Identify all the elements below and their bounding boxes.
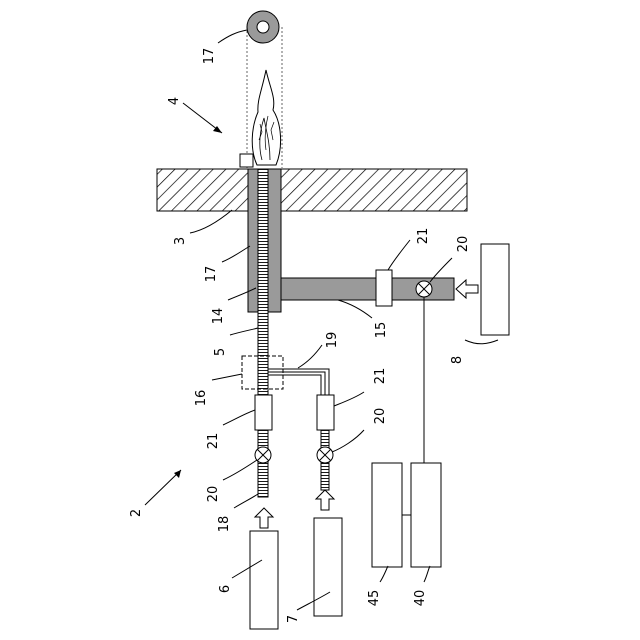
flame-icon [252,70,280,165]
label-18: 18 [217,516,232,533]
sensor-box [240,154,253,167]
arrow-left-icon [456,280,478,298]
burner-plate [157,169,467,211]
label-16: 16 [194,390,209,407]
flow-meter-b [317,395,334,430]
valve-top-icon [416,281,432,297]
label-3: 3 [173,237,188,245]
valve-a-icon [255,447,271,463]
leader-21-top [388,240,410,270]
leader-15 [338,300,372,318]
leader-21-a [223,410,255,425]
label-21-b: 21 [373,368,388,385]
flow-meter-top [376,270,392,306]
line-b-upper [268,369,329,395]
label-21-top: 21 [416,228,431,245]
source-c-box [481,244,509,335]
label-20-b: 20 [373,408,388,425]
label-17-top: 17 [202,48,217,65]
leader-45 [380,566,388,582]
label-17-mid: 17 [204,266,219,283]
observation-port-icon [247,11,279,43]
leader-5 [230,328,258,335]
label-5: 5 [213,348,228,356]
source-b-box [314,518,342,616]
valve-b-icon [317,447,333,463]
ref-arrow-2-line [145,470,181,505]
label-8: 8 [450,356,465,364]
leader-21-b [334,392,364,406]
label-2: 2 [129,509,144,517]
controller-b-box [411,463,441,567]
source-a-box [250,531,278,629]
label-6: 6 [218,585,233,593]
leader-lines [190,30,498,610]
line-b-lower [268,375,321,395]
label-4: 4 [167,97,182,105]
leader-18 [234,494,258,508]
label-7: 7 [286,615,301,623]
label-40: 40 [413,590,428,607]
arrow-up-a-icon [255,508,273,528]
ref-arrow-2-head [174,470,181,478]
leader-8 [465,340,498,344]
arrow-up-b-icon [316,490,334,510]
label-20-top: 20 [456,236,471,253]
leader-17-mid [222,246,250,262]
leader-16 [212,374,242,380]
label-15: 15 [374,322,389,339]
leader-17-top [218,30,247,43]
label-14: 14 [211,308,226,325]
label-20-a: 20 [206,486,221,503]
controller-a-box [372,463,402,567]
flow-meter-a [255,395,272,430]
leader-3 [190,210,232,233]
label-19: 19 [325,332,340,349]
label-21-a: 21 [206,433,221,450]
leader-19 [298,345,322,368]
leader-40 [424,566,430,582]
leader-20-b [332,430,364,452]
leader-20-a [223,460,257,480]
label-45: 45 [367,590,382,607]
